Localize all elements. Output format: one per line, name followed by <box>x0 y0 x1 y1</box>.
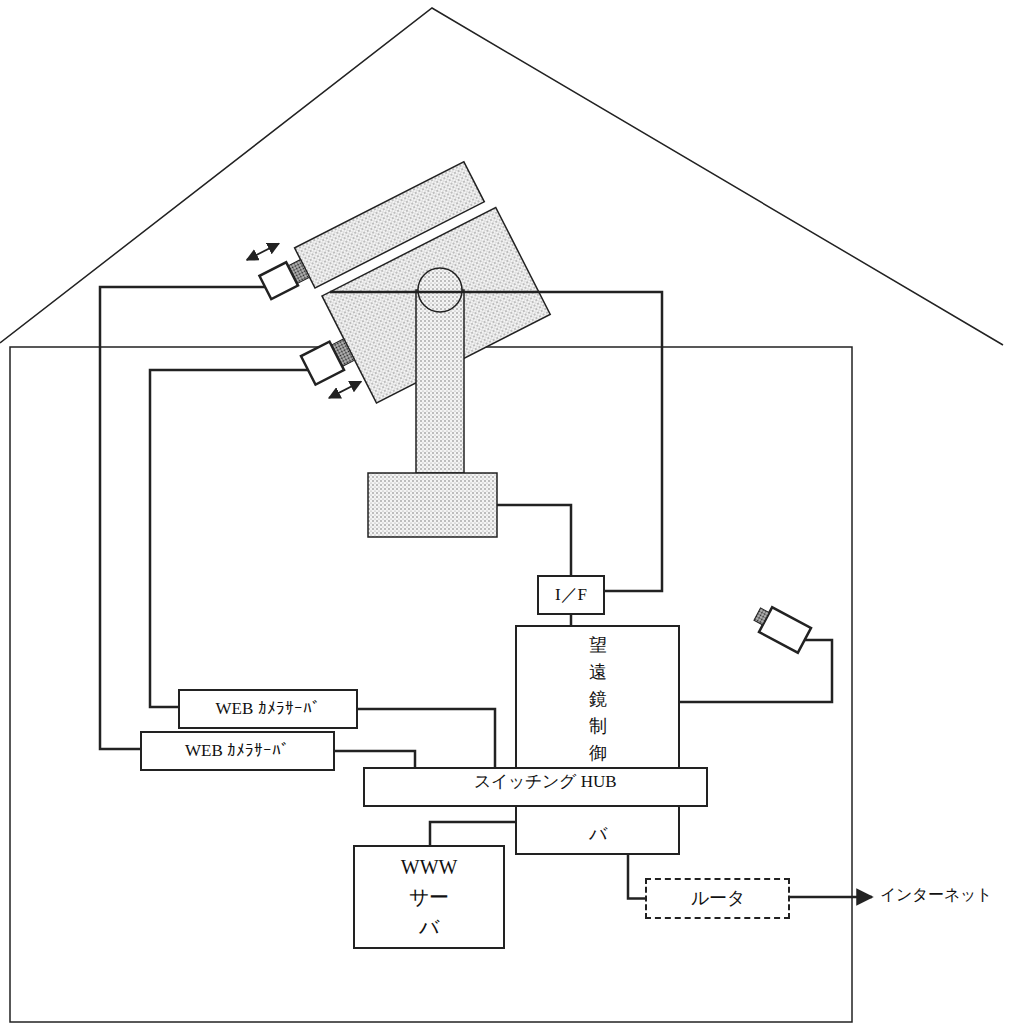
box-text: 望遠鏡制御 サーバ <box>589 632 607 848</box>
mount-wire <box>497 505 571 575</box>
camera-server-box: WEB ｶﾒﾗｻｰﾊﾞ <box>140 731 335 771</box>
box-text: I／F <box>555 582 587 608</box>
connector-line <box>358 709 495 767</box>
server-box: WWW サーバ <box>353 845 505 949</box>
server-box: 望遠鏡制御 サーバ <box>515 625 680 855</box>
camera-server-box: WEB ｶﾒﾗｻｰﾊﾞ <box>178 689 358 729</box>
mount-base <box>368 473 497 537</box>
pier <box>416 290 464 473</box>
connector-line <box>335 751 415 767</box>
box-text: WEB ｶﾒﾗｻｰﾊﾞ <box>185 738 290 764</box>
box-text: スイッチング HUB <box>474 769 616 795</box>
box-text: WEB ｶﾒﾗｻｰﾊﾞ <box>215 696 320 722</box>
box-text: WWW サーバ <box>401 852 457 942</box>
camera-wire <box>150 370 308 707</box>
switch-box: スイッチング HUB <box>363 767 708 807</box>
axis <box>418 268 462 312</box>
wall-camera <box>750 603 811 653</box>
connector-line <box>570 615 573 625</box>
box-text: ルータ <box>691 885 745 912</box>
focus-wire <box>330 292 662 591</box>
interface-box: I／F <box>537 575 605 615</box>
network-label: インターネット <box>878 885 994 906</box>
camera-wire <box>100 287 265 749</box>
internet-arrow <box>790 896 872 899</box>
router-box: ルータ <box>645 878 790 919</box>
